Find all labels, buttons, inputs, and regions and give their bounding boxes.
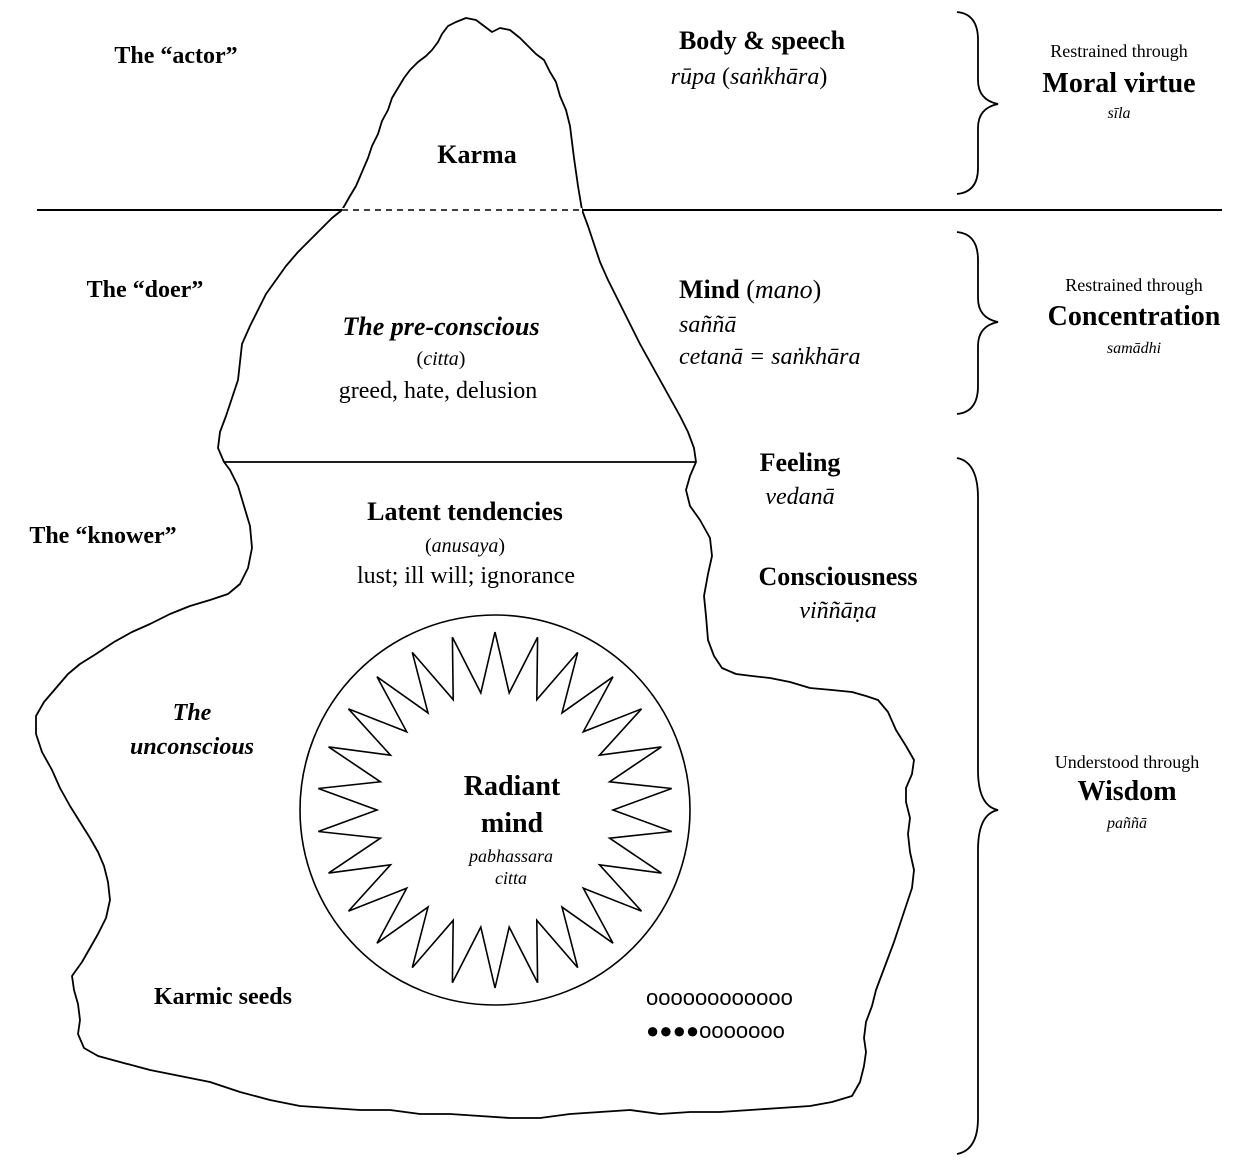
radiant-mind-pali-line2: citta — [495, 868, 527, 888]
body-speech-label: Body & speech — [678, 26, 846, 55]
knower-label: The “knower” — [29, 523, 177, 549]
iceberg-outline — [35, 17, 915, 1119]
panna-prefix: Understood through — [1054, 752, 1200, 772]
consciousness-label: Consciousness — [758, 562, 918, 591]
radiant-mind-title-line1: Radiant — [463, 771, 561, 802]
karma-label: Karma — [437, 140, 517, 169]
samadhi-pali: samādhi — [1106, 340, 1162, 357]
karmic-seeds-empty: ooooooo — [699, 1018, 785, 1043]
preconscious-pali: (citta) — [416, 348, 466, 370]
rupa-line: rūpa (saṅkhāra) — [670, 64, 828, 90]
samadhi-prefix: Restrained through — [1065, 275, 1203, 295]
preconscious-list: greed, hate, delusion — [338, 378, 538, 404]
panna-pali: paññā — [1107, 815, 1147, 832]
mind-label: Mind — [679, 275, 740, 304]
karmic-seeds-row2: ●●●●ooooooo — [646, 1020, 785, 1042]
sila-title: Moral virtue — [1042, 68, 1196, 99]
unconscious-label-line1: The — [172, 700, 212, 726]
feeling-label: Feeling — [759, 448, 841, 477]
bracket-panna-icon — [956, 457, 999, 1155]
vedana-label: vedanā — [765, 484, 835, 510]
sanna-label: saññā — [679, 312, 737, 338]
panna-title: Wisdom — [1077, 776, 1177, 807]
sila-prefix: Restrained through — [1050, 41, 1188, 61]
mano-word: mano — [754, 275, 813, 304]
doer-label: The “doer” — [86, 277, 204, 303]
latent-tendencies-pali: (anusaya) — [424, 535, 506, 557]
karmic-seeds-row1: oooooooooooo — [646, 985, 793, 1010]
actor-label: The “actor” — [114, 43, 238, 69]
latent-tendencies-list: lust; ill will; ignorance — [357, 563, 575, 589]
radiant-mind-title-line2: mind — [480, 808, 544, 839]
latent-pali-word: anusaya — [431, 535, 499, 557]
karmic-seeds-label: Karmic seeds — [154, 984, 292, 1010]
cetana-label: cetanā = saṅkhāra — [679, 344, 861, 370]
vinnana-label: viññāṇa — [799, 598, 877, 624]
sila-pali: sīla — [1107, 105, 1131, 122]
bracket-sila-icon — [956, 11, 999, 195]
preconscious-pali-word: citta — [423, 348, 459, 370]
bracket-samadhi-icon — [956, 231, 999, 415]
preconscious-title: The pre-conscious — [342, 312, 540, 341]
mind-line: Mind (mano) — [679, 275, 822, 304]
samadhi-title: Concentration — [1047, 301, 1221, 332]
radiant-mind-pali-line1: pabhassara — [468, 846, 554, 866]
latent-tendencies-title: Latent tendencies — [367, 497, 563, 526]
sankhara-word: saṅkhāra — [730, 64, 820, 90]
unconscious-label-line2: unconscious — [129, 734, 255, 760]
radiant-mind-sunburst — [318, 631, 672, 989]
karmic-seeds-filled: ●●●● — [646, 1018, 700, 1043]
radiant-mind-circle — [299, 614, 691, 1006]
rupa-word: rūpa — [670, 64, 716, 90]
